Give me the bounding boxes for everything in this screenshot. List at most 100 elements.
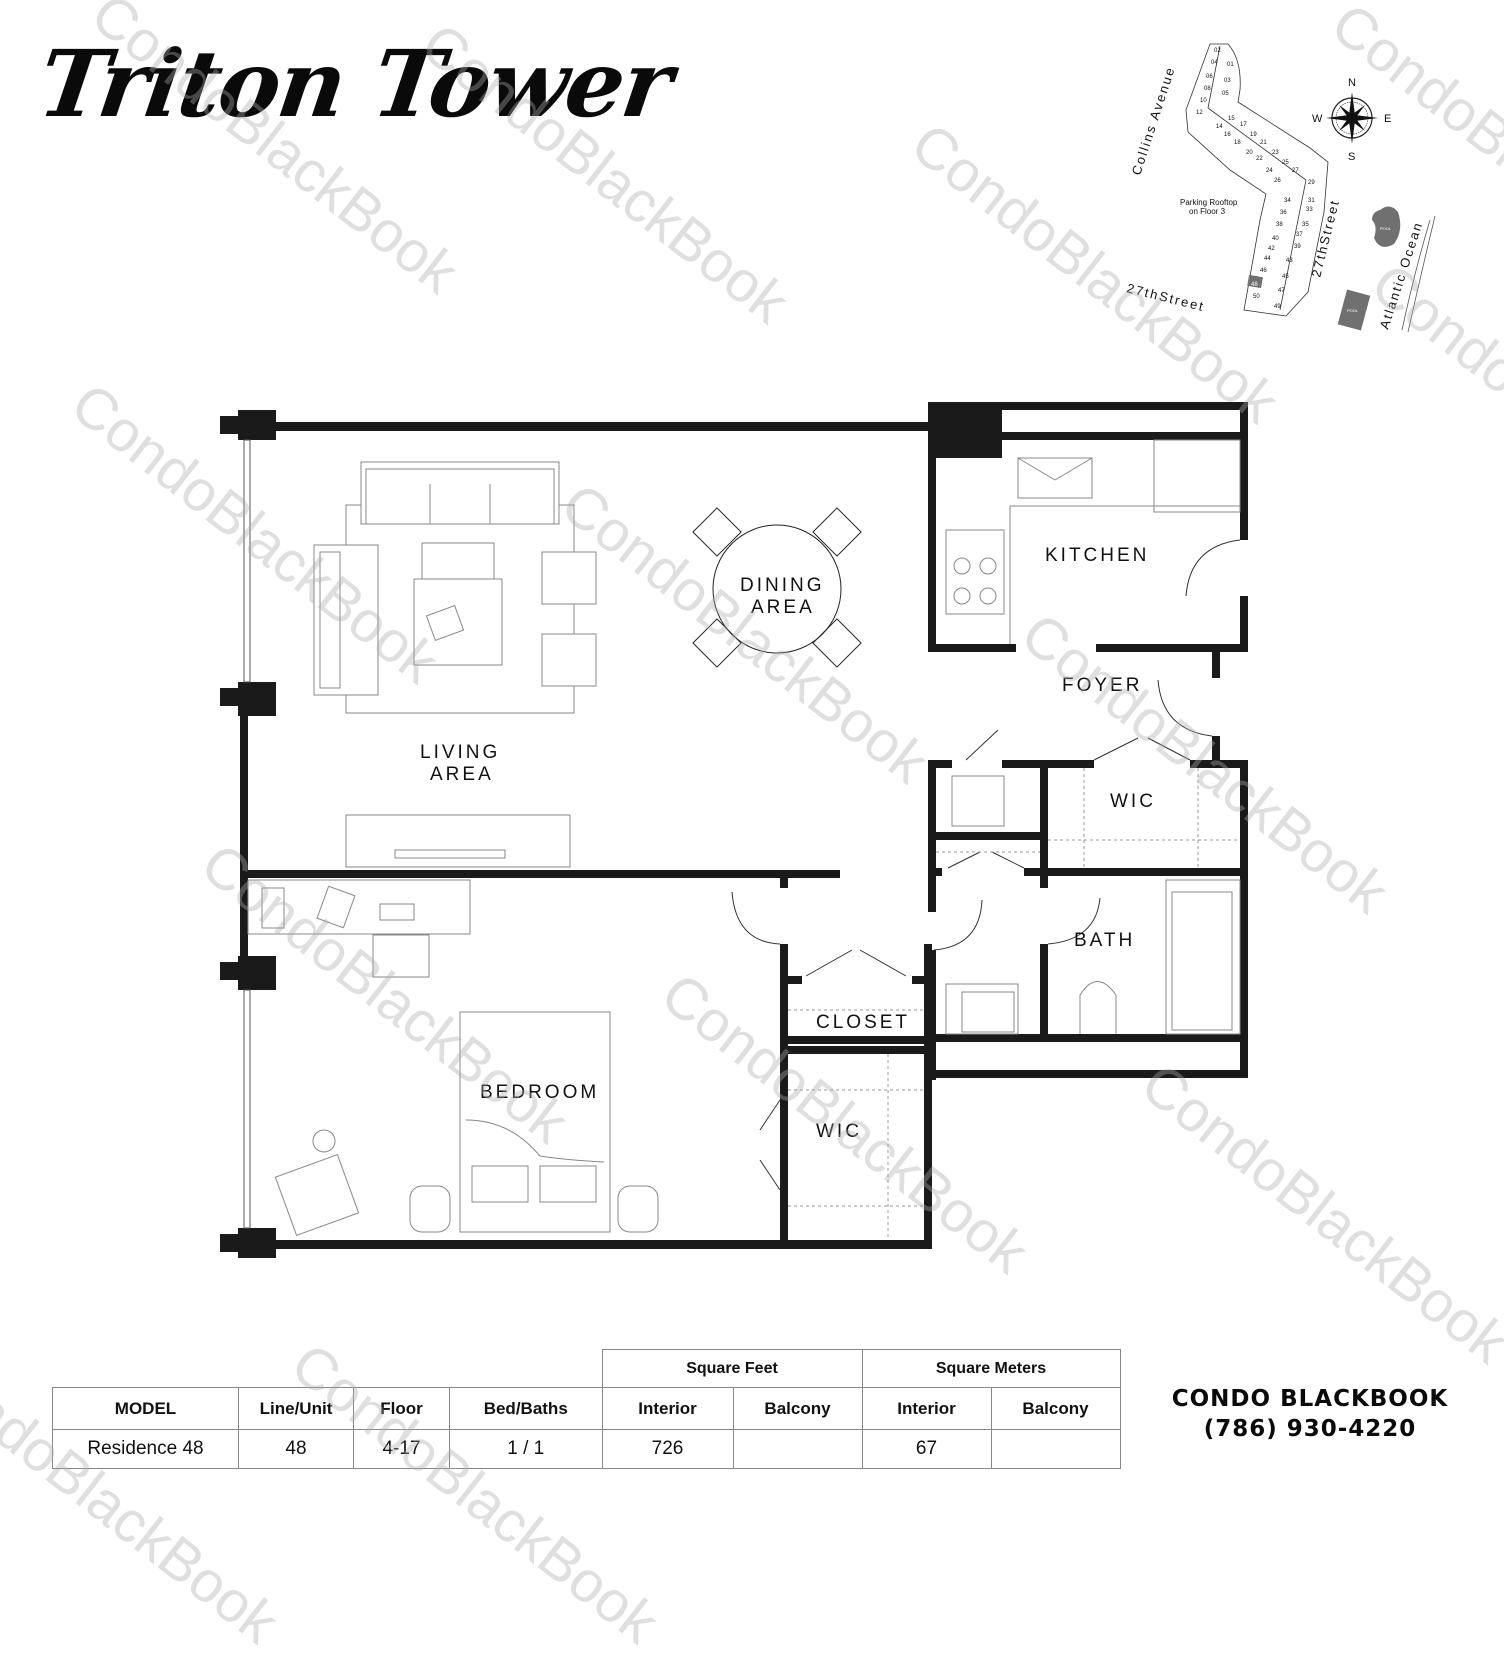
room-label-wic-lower: WIC	[816, 1121, 862, 1142]
parking-note-line2: on Floor 3	[1189, 207, 1226, 216]
col-header-sqm-balcony: Balcony	[990, 1387, 1121, 1430]
col-header-floor: Floor	[353, 1387, 450, 1430]
brand-block: CONDO BLACKBOOK (786) 930-4220	[1130, 1384, 1490, 1444]
svg-text:36: 36	[1280, 210, 1287, 216]
svg-text:31: 31	[1308, 198, 1315, 204]
col-header-bed-baths: Bed/Baths	[449, 1387, 603, 1430]
svg-text:38: 38	[1276, 222, 1283, 228]
dining-chairs	[692, 507, 862, 668]
unit-specs-table: Square Feet Square Meters MODEL Line/Uni…	[52, 1349, 1121, 1469]
compass-rose-icon: N S W E	[1312, 77, 1391, 163]
svg-text:24: 24	[1266, 168, 1273, 174]
cell-floor: 4-17	[353, 1429, 450, 1469]
cell-sqm-balcony	[990, 1429, 1121, 1469]
svg-text:22: 22	[1256, 156, 1263, 162]
room-label-kitchen: KITCHEN	[1045, 545, 1149, 566]
svg-text:25: 25	[1282, 160, 1289, 166]
svg-text:S: S	[1348, 151, 1355, 163]
svg-text:47: 47	[1278, 288, 1285, 294]
svg-text:E: E	[1384, 113, 1391, 125]
svg-text:35: 35	[1302, 222, 1309, 228]
room-label-foyer: FOYER	[1062, 675, 1142, 696]
svg-text:42: 42	[1268, 246, 1275, 252]
cell-line-unit: 48	[238, 1429, 354, 1469]
svg-text:06: 06	[1206, 74, 1213, 80]
svg-text:33: 33	[1306, 207, 1313, 213]
cell-sqft-balcony	[732, 1429, 863, 1469]
cell-sqm-interior: 67	[861, 1429, 992, 1469]
svg-text:50: 50	[1253, 294, 1260, 300]
room-label-bath: BATH	[1074, 930, 1135, 951]
room-label-dining-2: AREA	[751, 597, 815, 618]
col-header-model: MODEL	[52, 1387, 239, 1430]
svg-text:20: 20	[1246, 150, 1253, 156]
room-label-living-2: AREA	[430, 764, 494, 785]
table-row: Residence 48 48 4-17 1 / 1 726 67	[52, 1429, 1121, 1469]
svg-text:N: N	[1348, 77, 1356, 89]
svg-text:03: 03	[1224, 78, 1231, 84]
col-header-sqm-interior: Interior	[861, 1387, 992, 1430]
svg-text:23: 23	[1272, 150, 1279, 156]
svg-text:44: 44	[1264, 256, 1271, 262]
svg-text:15: 15	[1228, 116, 1235, 122]
svg-text:02: 02	[1214, 48, 1221, 54]
street-label-27th-west: 27thStreet	[1125, 280, 1206, 314]
pool-kidney	[1372, 206, 1401, 247]
door-swings	[731, 539, 1241, 1191]
svg-text:46: 46	[1260, 268, 1267, 274]
brand-phone: (786) 930-4220	[1203, 1416, 1417, 1442]
room-label-living-1: LIVING	[420, 742, 500, 763]
shelving-lines	[788, 768, 1240, 1240]
svg-text:08: 08	[1204, 86, 1211, 92]
windows	[243, 439, 251, 1229]
svg-text:16: 16	[1224, 132, 1231, 138]
cell-sqft-interior: 726	[601, 1429, 734, 1469]
shoreline	[1401, 215, 1436, 333]
floor-plan: LIVING AREA DINING AREA KITCHEN FOYER WI…	[220, 402, 1248, 1258]
room-label-dining-1: DINING	[740, 575, 825, 596]
col-header-line-unit: Line/Unit	[238, 1387, 354, 1430]
unit-48-highlight	[1247, 274, 1263, 289]
svg-text:40: 40	[1272, 236, 1279, 242]
building-title: Triton Tower	[32, 30, 678, 138]
svg-text:21: 21	[1260, 140, 1267, 146]
svg-text:04: 04	[1211, 60, 1218, 66]
svg-text:49: 49	[1274, 304, 1281, 310]
svg-text:48: 48	[1251, 282, 1258, 288]
room-label-wic-upper: WIC	[1110, 791, 1156, 812]
svg-text:39: 39	[1294, 244, 1301, 250]
svg-text:37: 37	[1296, 232, 1303, 238]
street-label-collins: Collins Avenue	[1129, 64, 1178, 177]
svg-text:29: 29	[1308, 180, 1315, 186]
walls	[220, 402, 1248, 1258]
svg-text:12: 12	[1196, 110, 1203, 116]
cell-model: Residence 48	[52, 1429, 239, 1469]
svg-text:18: 18	[1234, 140, 1241, 146]
svg-text:34: 34	[1284, 198, 1291, 204]
group-header-sqm: Square Meters	[861, 1349, 1121, 1388]
col-header-sqft-balcony: Balcony	[732, 1387, 863, 1430]
col-header-sqft-interior: Interior	[601, 1387, 734, 1430]
cell-bed-baths: 1 / 1	[449, 1429, 603, 1469]
site-key-map: Collins Avenue 27thStreet 27thStreet Atl…	[1125, 43, 1436, 333]
svg-text:27: 27	[1292, 168, 1299, 174]
pool-rect	[1337, 289, 1371, 331]
svg-text:14: 14	[1216, 124, 1223, 130]
svg-text:45: 45	[1282, 274, 1289, 280]
svg-text:W: W	[1312, 113, 1323, 125]
svg-text:26: 26	[1274, 178, 1281, 184]
parking-note-line1: Parking Rooftop	[1180, 198, 1238, 207]
svg-text:19: 19	[1250, 132, 1257, 138]
svg-text:05: 05	[1222, 91, 1229, 97]
svg-text:17: 17	[1240, 122, 1247, 128]
room-label-closet: CLOSET	[816, 1012, 910, 1033]
furniture	[247, 439, 1241, 1237]
svg-text:POOL: POOL	[1380, 226, 1392, 231]
svg-text:43: 43	[1286, 258, 1293, 264]
svg-text:10: 10	[1200, 98, 1207, 104]
svg-text:01: 01	[1227, 62, 1234, 68]
building-outline	[1185, 43, 1329, 317]
brand-name: CONDO BLACKBOOK	[1171, 1386, 1449, 1412]
group-header-sqft: Square Feet	[601, 1349, 863, 1388]
